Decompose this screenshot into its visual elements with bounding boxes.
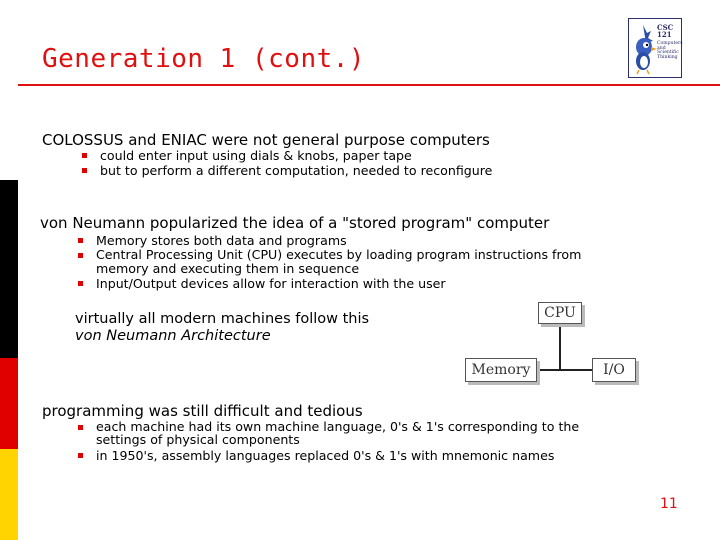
list-item: Memory stores both data and programs [74, 233, 581, 248]
logo-subtitle-line: and [657, 45, 666, 51]
list-item: Central Processing Unit (CPU) executes b… [74, 248, 581, 276]
course-logo: CSC 121 Computers and Scientific Thinkin… [628, 18, 683, 78]
side-stripe-yellow [0, 449, 18, 540]
diagram-connector-horizontal [537, 369, 592, 371]
bullet-square-icon [78, 281, 83, 286]
list-item: in 1950's, assembly languages replaced 0… [74, 448, 579, 463]
section-heading-colossus-eniac: COLOSSUS and ENIAC were not general purp… [42, 131, 490, 149]
side-stripe-red [0, 358, 18, 449]
diagram-memory-box: Memory [465, 358, 537, 382]
side-stripe-white [0, 0, 18, 180]
side-stripe-black [0, 180, 18, 358]
section-heading-programming: programming was still difficult and tedi… [42, 402, 363, 420]
bullet-square-icon [82, 168, 87, 173]
section-heading-von-neumann: von Neumann popularized the idea of a "s… [40, 214, 550, 232]
slide-title: Generation 1 (cont.) [42, 44, 366, 74]
diagram-cpu-box: CPU [538, 302, 582, 324]
architecture-name: von Neumann Architecture [75, 328, 271, 344]
section-list-colossus-eniac: could enter input using dials & knobs, p… [78, 148, 492, 178]
list-item: Input/Output devices allow for interacti… [74, 276, 581, 291]
architecture-note: virtually all modern machines follow thi… [75, 311, 370, 327]
logo-subtitle-line: Thinking [657, 55, 678, 61]
logo-subtitle-line: Computers [657, 40, 683, 46]
bullet-square-icon [78, 253, 83, 258]
diagram-io-box: I/O [592, 358, 636, 382]
list-item: could enter input using dials & knobs, p… [78, 148, 492, 163]
bullet-square-icon [78, 453, 83, 458]
bullet-square-icon [78, 425, 83, 430]
section-list-von-neumann: Memory stores both data and programs Cen… [74, 233, 581, 291]
list-item: but to perform a different computation, … [78, 163, 492, 178]
section-list-programming: each machine had its own machine languag… [74, 420, 579, 463]
page-number: 11 [660, 496, 678, 512]
diagram-connector-vertical [559, 324, 561, 370]
logo-text: CSC 121 Computers and Scientific Thinkin… [657, 24, 683, 61]
bluejay-mascot-icon [636, 25, 657, 75]
title-underline [18, 84, 720, 86]
bullet-square-icon [78, 238, 83, 243]
logo-course-code: CSC 121 [657, 23, 674, 40]
logo-subtitle-line: Scientific [657, 50, 679, 56]
list-item: each machine had its own machine languag… [74, 420, 579, 446]
bullet-square-icon [82, 153, 87, 158]
